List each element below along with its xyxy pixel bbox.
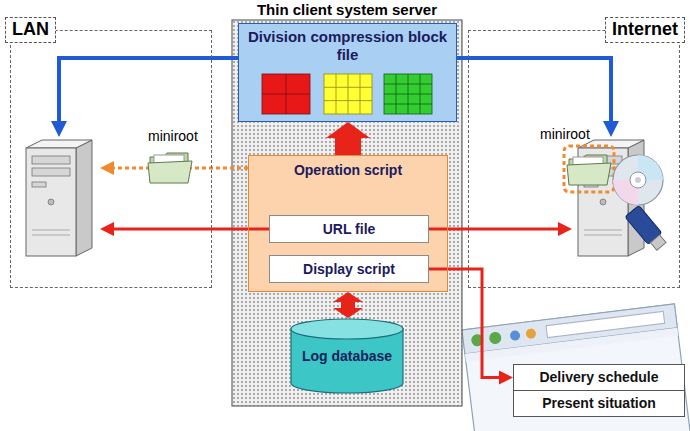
box-label: Log database xyxy=(302,348,392,365)
file-box: URL file xyxy=(269,215,429,243)
block-file-box: Division compression block file xyxy=(238,23,457,122)
block-arrow xyxy=(333,292,363,318)
box-fill xyxy=(232,20,462,406)
box-label: URL file xyxy=(323,221,376,238)
icon-label: miniroot xyxy=(148,128,198,144)
url-arrow xyxy=(429,228,565,231)
dotted-frame xyxy=(564,146,614,192)
url-arrow xyxy=(107,228,269,231)
script-box: Operation scriptURL fileDisplay script xyxy=(248,155,448,292)
box-title: Division compression block file xyxy=(247,28,448,64)
icon-label: miniroot xyxy=(540,126,590,142)
cd-disc xyxy=(613,155,663,205)
region-label: Internet xyxy=(605,17,685,43)
network-region: LAN xyxy=(10,30,212,288)
status-label: Present situation xyxy=(542,395,656,412)
box-label: Display script xyxy=(303,261,395,278)
lan-computer xyxy=(26,140,92,256)
network-region: Internet xyxy=(468,30,680,288)
status-box: Present situation xyxy=(513,390,685,417)
yellow-grid xyxy=(324,74,372,114)
server-box: Thin client system serverDivision compre… xyxy=(232,0,462,406)
box-fill xyxy=(248,155,448,292)
status-box: Delivery schedule xyxy=(513,364,685,391)
usb-stick xyxy=(625,205,668,252)
script-file-box: Display script xyxy=(269,255,429,283)
box-title: Operation script xyxy=(294,162,402,179)
region-label: LAN xyxy=(5,17,56,43)
cylinder-top xyxy=(291,319,403,339)
database-cylinder: Log database xyxy=(290,318,404,394)
block-arrow xyxy=(326,122,370,155)
status-label: Delivery schedule xyxy=(539,369,658,386)
box-fill xyxy=(238,23,457,122)
browser-window xyxy=(462,304,690,431)
server-title: Thin client system server xyxy=(257,1,437,19)
green-grid xyxy=(384,74,432,114)
folder-icon xyxy=(148,153,192,183)
red-grid xyxy=(262,74,310,114)
folder-icon xyxy=(567,155,611,185)
delivery-arrow xyxy=(457,58,611,129)
